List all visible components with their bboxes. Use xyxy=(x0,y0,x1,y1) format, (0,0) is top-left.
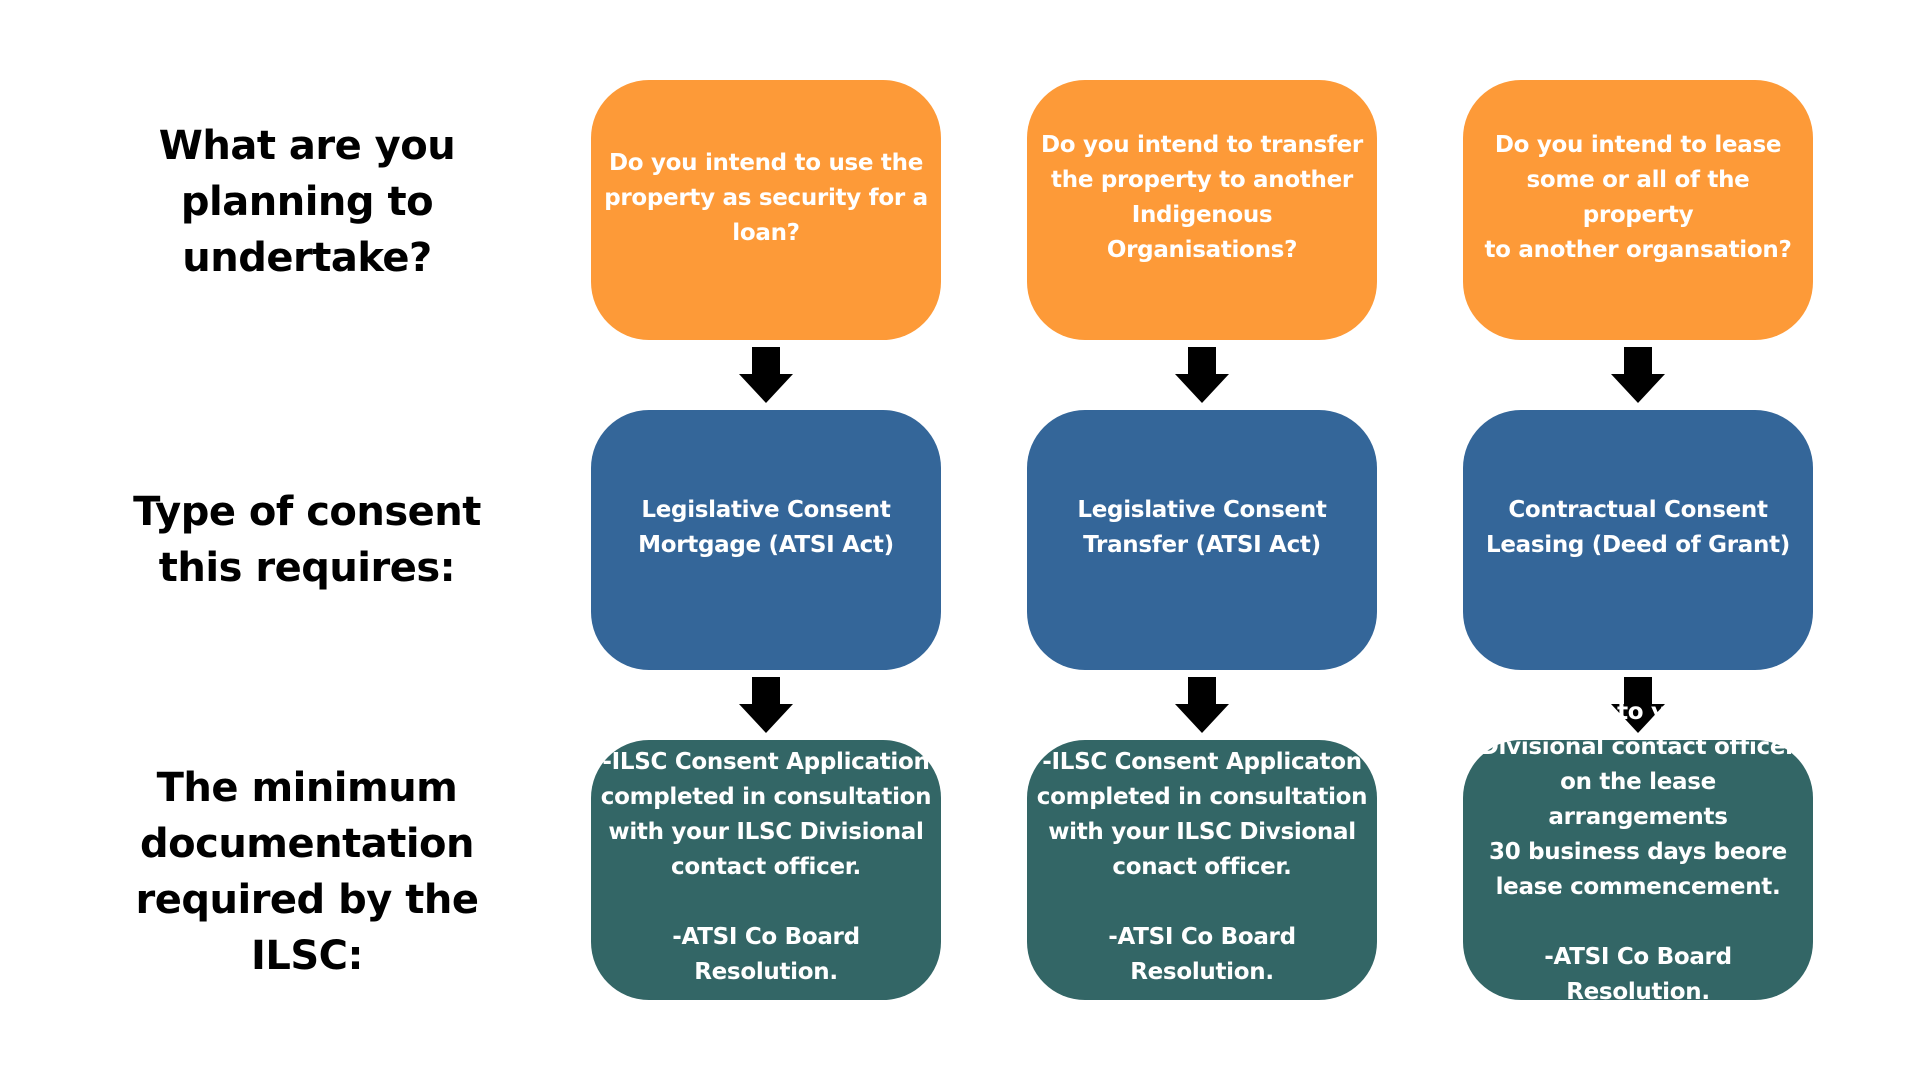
consent-box-mortgage: Legislative Consent Mortgage (ATSI Act) xyxy=(591,410,941,670)
documentation-text: -ILSC Consent Applicaton completed in co… xyxy=(1036,748,1368,985)
documentation-box-lease: -Advice to you ILSC Divisional contact o… xyxy=(1463,699,1813,1005)
consent-box-transfer: Legislative Consent Transfer (ATSI Act) xyxy=(1027,410,1377,670)
consent-text: Contractual Consent Leasing (Deed of Gra… xyxy=(1485,497,1790,558)
row-label-documentation: The minimum documentation required by th… xyxy=(135,765,479,979)
down-arrow-icon xyxy=(1175,347,1229,403)
question-box-lease: Do you intend to lease some or all of th… xyxy=(1463,80,1813,340)
documentation-text: -ILSC Consent Application completed in c… xyxy=(600,748,932,985)
question-text: Do you intend to use the property as sec… xyxy=(604,149,928,246)
consent-box-lease: Contractual Consent Leasing (Deed of Gra… xyxy=(1463,410,1813,670)
down-arrow-icon xyxy=(1611,347,1665,403)
question-box-transfer: Do you intend to transfer the property t… xyxy=(1027,80,1377,340)
documentation-box-mortgage: -ILSC Consent Application completed in c… xyxy=(591,740,941,1000)
consent-text: Legislative Consent Transfer (ATSI Act) xyxy=(1077,497,1327,558)
question-text: Do you intend to transfer the property t… xyxy=(1041,132,1363,263)
consent-text: Legislative Consent Mortgage (ATSI Act) xyxy=(638,497,894,558)
down-arrow-icon xyxy=(1175,677,1229,733)
row-label-consent-type: Type of consent this requires: xyxy=(133,489,481,591)
down-arrow-icon xyxy=(1611,677,1665,733)
row-label-question: What are you planning to undertake? xyxy=(158,123,456,281)
down-arrow-icon xyxy=(739,347,793,403)
down-arrow-icon xyxy=(739,677,793,733)
documentation-box-transfer: -ILSC Consent Applicaton completed in co… xyxy=(1027,740,1377,1000)
documentation-text: -Advice to you ILSC Divisional contact o… xyxy=(1479,698,1797,1005)
question-text: Do you intend to lease some or all of th… xyxy=(1484,132,1792,263)
question-box-mortgage: Do you intend to use the property as sec… xyxy=(591,80,941,340)
